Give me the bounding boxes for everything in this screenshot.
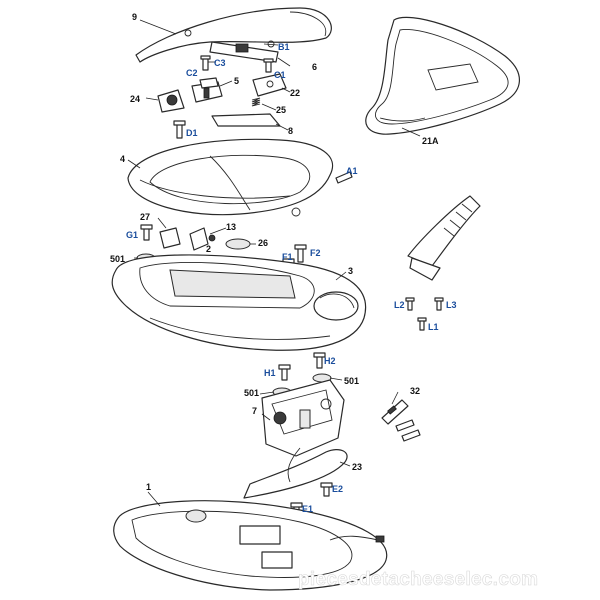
part-5-thermostat [191,77,223,103]
callout-7: 7 [252,406,257,416]
screw-h2 [313,352,326,369]
callout-c1: C1 [274,70,286,80]
part-13-pin [189,227,216,251]
callout-24: 24 [130,94,140,104]
callout-9: 9 [132,12,137,22]
screw-g1 [140,224,153,241]
callout-e1: E1 [302,504,313,514]
callout-6: 6 [312,62,317,72]
callouts: 9 B1 6 C3 C2 C1 5 22 24 25 8 D1 4 A1 21A… [110,12,457,514]
callout-d1: D1 [186,128,198,138]
callout-3: 3 [348,266,353,276]
callout-21a: 21A [422,136,439,146]
callout-501-left: 501 [110,254,125,264]
part-7-valve-block [261,379,345,457]
callout-l2: L2 [394,300,405,310]
part-25-spring [251,97,261,107]
callout-501-mid: 501 [244,388,259,398]
callout-h1: H1 [264,368,276,378]
callout-c3: C3 [214,58,226,68]
screw-h1 [278,364,291,381]
callout-2: 2 [206,244,211,254]
screw-f2 [294,244,307,263]
callout-f2: F2 [310,248,321,258]
callout-l1: L1 [428,322,439,332]
callout-27: 27 [140,212,150,222]
screw-l3 [434,297,444,311]
site-watermark: piecesdetacheeselec.com [298,569,538,590]
screw-e2 [320,482,333,497]
screw-d1 [173,120,186,139]
callout-b1: B1 [278,42,290,52]
part-handle-insert [407,195,481,281]
callout-c2: C2 [186,68,198,78]
callout-4: 4 [120,154,125,164]
callout-32: 32 [410,386,420,396]
screw-c1 [263,58,274,73]
part-21a-water-tank [365,16,520,135]
part-1-soleplate [113,500,388,591]
part-3-rear-housing [111,254,367,351]
callout-l3: L3 [446,300,457,310]
part-4-upper-shell [127,138,334,217]
part-23-gasket [243,447,348,499]
part-6-switch-strip [209,40,279,63]
callout-h2: H2 [324,356,336,366]
leader-lines [127,19,421,507]
callout-a1: A1 [346,166,358,176]
callout-501-right: 501 [344,376,359,386]
callout-13: 13 [226,222,236,232]
part-24-dial [157,89,185,113]
screw-l2 [405,297,415,311]
callout-8: 8 [288,126,293,136]
callout-22: 22 [290,88,300,98]
callout-g1: G1 [126,230,138,240]
callout-f1: F1 [282,252,293,262]
part-26-knob [225,238,251,250]
part-9-handle-cover [135,7,332,63]
screw-c3 [200,55,211,71]
callout-26: 26 [258,238,268,248]
pins-32 [395,419,421,442]
screw-l1 [417,317,427,331]
callout-1: 1 [146,482,151,492]
screw-a1 [335,171,353,184]
callout-5: 5 [234,76,239,86]
callout-23: 23 [352,462,362,472]
callout-e2: E2 [332,484,343,494]
part-8-lever [211,113,281,127]
callout-25: 25 [276,105,286,115]
part-32-clip [381,399,409,425]
part-27-clip [159,227,181,249]
part-22-contact [252,73,287,97]
